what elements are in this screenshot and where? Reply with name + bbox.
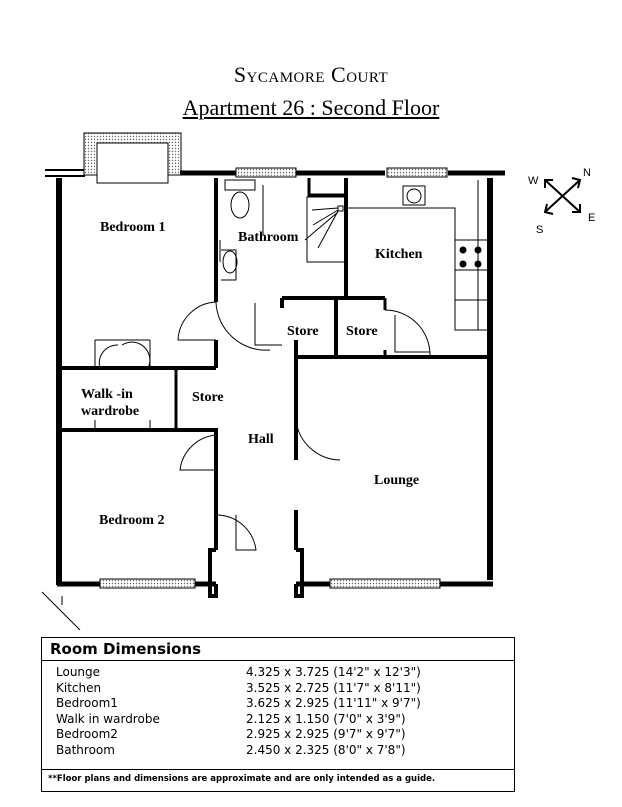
dimension-row: Bathroom 2.450 x 2.325 (8'0" x 7'8")	[42, 743, 514, 759]
compass-s: S	[536, 224, 543, 236]
room-size: 2.925 x 2.925 (9'7" x 9'7")	[246, 727, 406, 741]
room-name: Bedroom2	[56, 727, 118, 741]
compass: N E S W	[528, 167, 595, 236]
label-hall: Hall	[248, 432, 274, 447]
interior-walls	[61, 178, 490, 550]
room-name: Bedroom1	[56, 696, 118, 710]
room-dimensions-table: Room Dimensions Lounge 4.325 x 3.725 (14'…	[41, 637, 515, 792]
dimensions-heading: Room Dimensions	[42, 638, 514, 661]
label-store-3: Store	[192, 390, 224, 405]
label-kitchen: Kitchen	[375, 247, 423, 262]
label-bathroom: Bathroom	[238, 230, 299, 245]
room-name: Kitchen	[56, 680, 102, 695]
room-size: 4.325 x 3.725 (14'2" x 12'3")	[246, 665, 421, 679]
dimension-row: Bedroom2 2.925 x 2.925 (9'7" x 9'7")	[42, 727, 514, 743]
dimension-row: Lounge 4.325 x 3.725 (14'2" x 12'3")	[42, 665, 514, 681]
room-name: Lounge	[56, 665, 101, 679]
label-bedroom1: Bedroom 1	[100, 220, 165, 235]
label-bedroom2: Bedroom 2	[99, 513, 164, 528]
disclaimer-footnote: **Floor plans and dimensions are approxi…	[42, 769, 514, 788]
compass-n: N	[583, 167, 591, 179]
doors-fixtures	[94, 179, 490, 551]
room-size: 2.450 x 2.325 (8'0" x 7'8")	[246, 742, 406, 757]
dimension-row: Walk in wardrobe 2.125 x 1.150 (7'0" x 3'…	[42, 712, 514, 728]
label-wardrobe-2: wardrobe	[81, 404, 139, 419]
compass-e: E	[588, 212, 595, 224]
floor-plan: Bedroom 1 Bathroom Kitchen Store Store W…	[41, 132, 595, 630]
room-size: 2.125 x 1.150 (7'0" x 3'9")	[246, 711, 406, 726]
building-title: Sycamore Court	[233, 62, 389, 87]
room-size: 3.625 x 2.925 (11'11" x 9'7")	[246, 696, 421, 710]
room-labels: Bedroom 1 Bathroom Kitchen Store Store W…	[81, 220, 423, 528]
label-store-1: Store	[287, 324, 319, 339]
compass-arrows-icon	[544, 179, 581, 213]
apartment-subtitle: Apartment 26 : Second Floor	[182, 95, 440, 120]
room-size: 3.525 x 2.725 (11'7" x 8'11")	[246, 680, 421, 695]
label-lounge: Lounge	[374, 473, 419, 488]
room-name: Walk in wardrobe	[56, 711, 160, 726]
label-store-2: Store	[346, 324, 378, 339]
dimension-row: Bedroom1 3.625 x 2.925 (11'11" x 9'7")	[42, 696, 514, 712]
outer-walls	[41, 132, 505, 630]
compass-w: W	[528, 175, 539, 187]
label-wardrobe-1: Walk -in	[81, 387, 133, 402]
dimension-row: Kitchen 3.525 x 2.725 (11'7" x 8'11")	[42, 681, 514, 697]
room-name: Bathroom	[56, 742, 115, 757]
